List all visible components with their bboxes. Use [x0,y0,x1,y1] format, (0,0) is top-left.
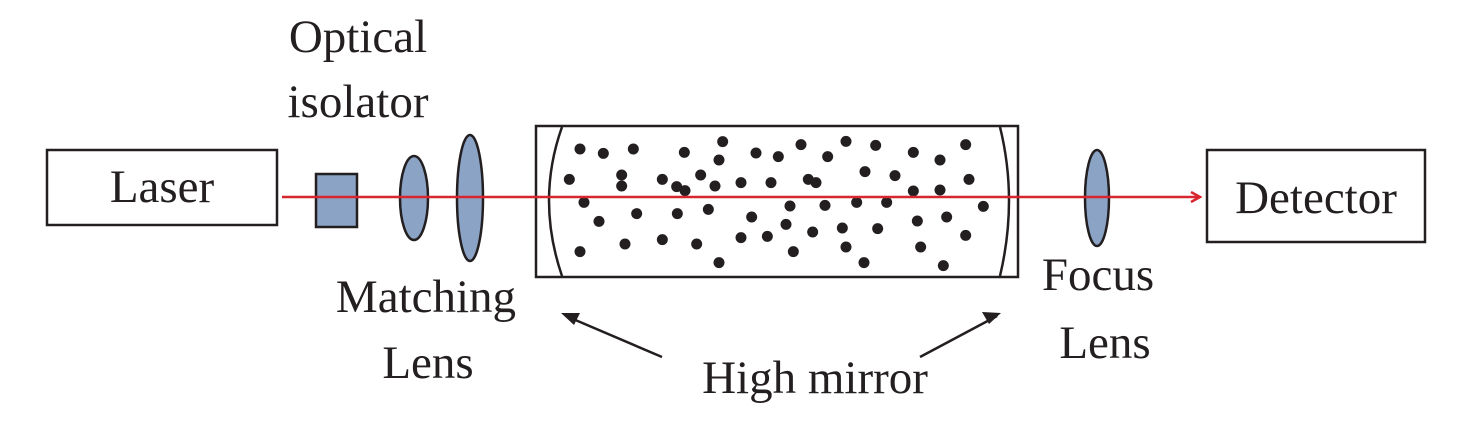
focus-lens-label-line2: Lens [1059,317,1150,369]
particle [713,257,725,269]
particle [631,208,643,220]
particle [780,218,792,230]
particle [709,180,721,192]
particle [691,238,703,250]
particle [977,200,989,212]
particle [934,154,946,166]
particle [578,196,590,208]
particle [772,151,784,163]
arrow-to-right-mirror [919,314,998,359]
particle [735,177,747,189]
arrowhead-left [561,313,580,325]
particle [713,154,725,166]
particle [765,177,777,189]
particle [870,139,882,151]
arrow-to-left-mirror [565,314,663,359]
detector-label: Detector [1235,172,1397,224]
particle [574,246,586,258]
particle [619,238,631,250]
high-mirror-label: High mirror [702,352,928,404]
particle [915,241,927,253]
particle [761,230,773,242]
particle [717,136,729,148]
particle [851,196,863,208]
particle [941,211,953,223]
particle [656,234,668,246]
particle [627,143,639,155]
matching-lens-label-line2: Lens [382,337,473,389]
particle [795,139,807,151]
particle [907,185,919,197]
particle [695,169,707,181]
particle [735,232,747,244]
particle [960,139,972,151]
particle [907,146,919,158]
particle [784,200,796,212]
particle [746,211,758,223]
particle [616,180,628,192]
detector-box [1205,148,1427,244]
particle [810,177,822,189]
isolator-label-line1: Optical [289,11,427,63]
particle [859,166,871,178]
particle [889,170,901,182]
particle [872,223,884,235]
particle [671,208,683,220]
laser-box [45,148,279,227]
particle [616,169,628,181]
arrowhead-right [982,312,1001,324]
isolator-label-line2: isolator [288,76,429,128]
laser-label: Laser [110,161,215,213]
particle [963,173,975,185]
particle [807,226,819,238]
particle [911,215,923,227]
particle [563,173,575,185]
particle [822,151,834,163]
particle [787,246,799,258]
particle [593,215,605,227]
particle [858,257,870,269]
particle [937,260,949,272]
particle [750,147,762,159]
right-high-mirror [998,126,1011,277]
matching-lens-label-line1: Matching [336,271,516,323]
focus-lens-label-line1: Focus [1042,249,1154,301]
particle [836,222,848,234]
particle [702,203,714,215]
cavity-cell [534,124,1020,279]
particle [934,184,946,196]
particle [671,181,683,193]
particle [960,229,972,241]
gas-particles [563,135,989,272]
particle [840,241,852,253]
particle [574,143,586,155]
particle [597,147,609,159]
left-high-mirror [547,126,564,277]
optical-isolator [314,172,359,229]
particle [679,185,691,197]
particle [656,173,668,185]
particle [678,146,690,158]
particle [881,196,893,208]
particle [819,199,831,211]
particle [840,135,852,147]
